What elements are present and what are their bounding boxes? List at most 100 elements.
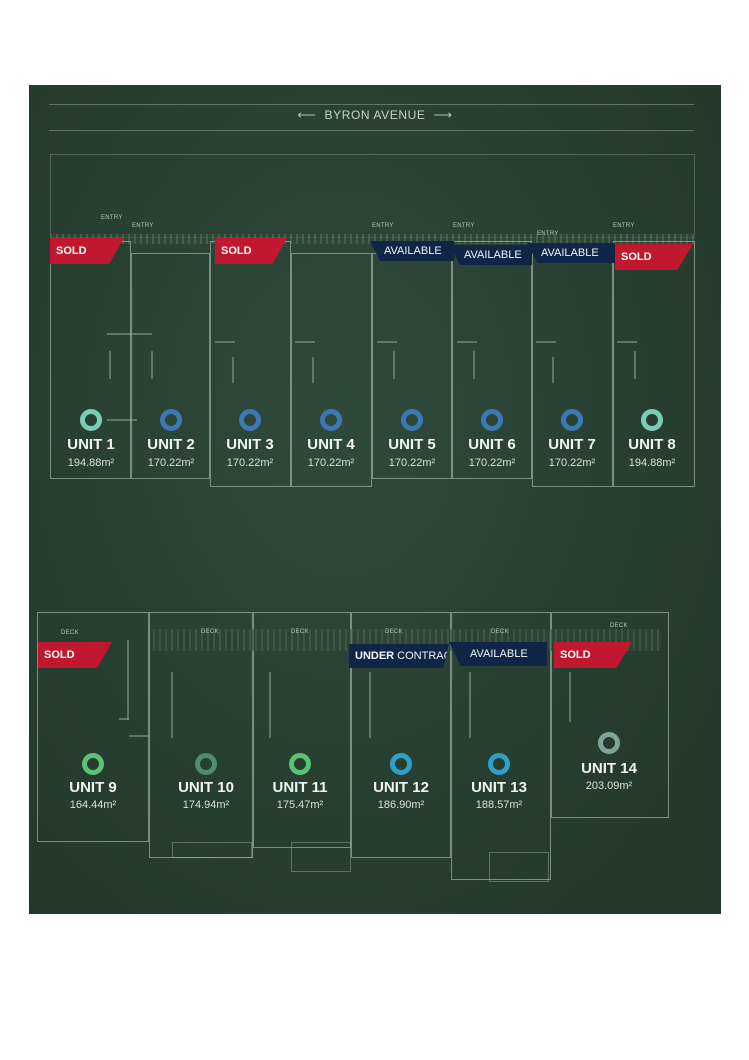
unit-status-ring-icon [598, 732, 620, 754]
partition [151, 351, 153, 379]
entry-label: ENTRY [132, 223, 154, 229]
unit-8-outline [613, 241, 695, 487]
badge-sold-unit-1: SOLD [50, 238, 124, 264]
unit-area: 170.22m² [307, 457, 355, 469]
site-plan: ⟵ BYRON AVENUE ⟶ ENTRY ENTRY ENTRY ENTRY E… [29, 85, 721, 914]
unit-name: UNIT 9 [69, 779, 117, 796]
unit-status-ring-icon [390, 753, 412, 775]
unit-4-outline [291, 253, 372, 487]
yard-step [291, 842, 351, 872]
unit-status-ring-icon [160, 409, 182, 431]
badge-available-unit-6: AVAILABLE [450, 245, 532, 265]
unit-area: 170.22m² [388, 457, 436, 469]
partition [215, 341, 235, 343]
unit-11-outline [253, 612, 351, 848]
partition [377, 341, 397, 343]
entry-label: ENTRY [101, 215, 123, 221]
unit-area: 203.09m² [585, 780, 633, 792]
unit-area: 170.22m² [548, 457, 596, 469]
entry-label: ENTRY [613, 223, 635, 229]
unit-10-outline [149, 612, 253, 858]
partition [469, 672, 471, 738]
badge-available-unit-7: AVAILABLE [527, 243, 615, 263]
partition [295, 341, 315, 343]
unit-name: UNIT 1 [67, 436, 115, 453]
partition [536, 341, 556, 343]
unit-14-outline [551, 612, 669, 818]
unit-name: UNIT 5 [388, 436, 436, 453]
partition [617, 341, 637, 343]
unit-area: 186.90m² [377, 799, 425, 811]
unit-9-outline [37, 612, 149, 842]
partition [119, 718, 129, 720]
unit-status-ring-icon [239, 409, 261, 431]
yard-step [172, 842, 252, 858]
unit-status-ring-icon [488, 753, 510, 775]
unit-area: 174.94m² [182, 799, 230, 811]
partition [129, 735, 149, 737]
unit-status-ring-icon [320, 409, 342, 431]
unit-status-ring-icon [401, 409, 423, 431]
unit-area: 164.44m² [69, 799, 117, 811]
partition [171, 672, 173, 738]
unit-status-ring-icon [289, 753, 311, 775]
deck-label: DECK [610, 623, 628, 629]
badge-sold-unit-3: SOLD [215, 238, 287, 264]
entry-label: ENTRY [372, 223, 394, 229]
partition [109, 351, 111, 379]
badge-sold-unit-14: SOLD [554, 642, 632, 668]
badge-sold-unit-8: SOLD [615, 244, 693, 270]
unit-status-ring-icon [195, 753, 217, 775]
street-label: ⟵ BYRON AVENUE ⟶ [29, 107, 721, 123]
partition [127, 640, 129, 720]
partition [393, 351, 395, 379]
badge-under-contract-unit-12: UNDER CONTRACT [349, 644, 449, 668]
unit-name: UNIT 8 [628, 436, 676, 453]
unit-area: 188.57m² [475, 799, 523, 811]
partition [552, 357, 554, 383]
unit-area: 170.22m² [226, 457, 274, 469]
unit-name: UNIT 4 [307, 436, 355, 453]
unit-area: 194.88m² [628, 457, 676, 469]
partition [232, 357, 234, 383]
deck-label: DECK [291, 629, 309, 635]
unit-2-outline [131, 253, 210, 479]
partition [107, 333, 152, 335]
unit-name: UNIT 12 [373, 779, 429, 796]
footpath-strip [50, 234, 695, 244]
partition [457, 341, 477, 343]
partition [473, 351, 475, 379]
deck-label: DECK [201, 629, 219, 635]
unit-name: UNIT 6 [468, 436, 516, 453]
unit-6-outline [452, 241, 532, 479]
unit-name: UNIT 11 [272, 779, 328, 796]
unit-status-ring-icon [561, 409, 583, 431]
entry-label: ENTRY [453, 223, 475, 229]
street-line-top [49, 104, 694, 105]
yard-step [489, 852, 549, 882]
unit-name: UNIT 13 [471, 779, 527, 796]
unit-name: UNIT 3 [226, 436, 274, 453]
unit-status-ring-icon [80, 409, 102, 431]
street-line-bottom [49, 130, 694, 131]
deck-label: DECK [61, 630, 79, 636]
partition [369, 672, 371, 738]
unit-area: 170.22m² [468, 457, 516, 469]
unit-status-ring-icon [641, 409, 663, 431]
entry-label: ENTRY [537, 231, 559, 237]
unit-area: 170.22m² [147, 457, 195, 469]
street-name: BYRON AVENUE [324, 108, 426, 122]
arrow-left-icon: ⟵ [297, 107, 317, 122]
partition [107, 419, 137, 421]
partition [634, 351, 636, 379]
unit-name: UNIT 14 [581, 760, 637, 777]
unit-status-ring-icon [481, 409, 503, 431]
partition [312, 357, 314, 383]
badge-available-unit-13: AVAILABLE [449, 642, 547, 666]
unit-name: UNIT 2 [147, 436, 195, 453]
arrow-right-icon: ⟶ [433, 107, 453, 122]
deck-label: DECK [385, 629, 403, 635]
unit-name: UNIT 7 [548, 436, 596, 453]
unit-12-outline [351, 612, 451, 858]
deck-label: DECK [491, 629, 509, 635]
